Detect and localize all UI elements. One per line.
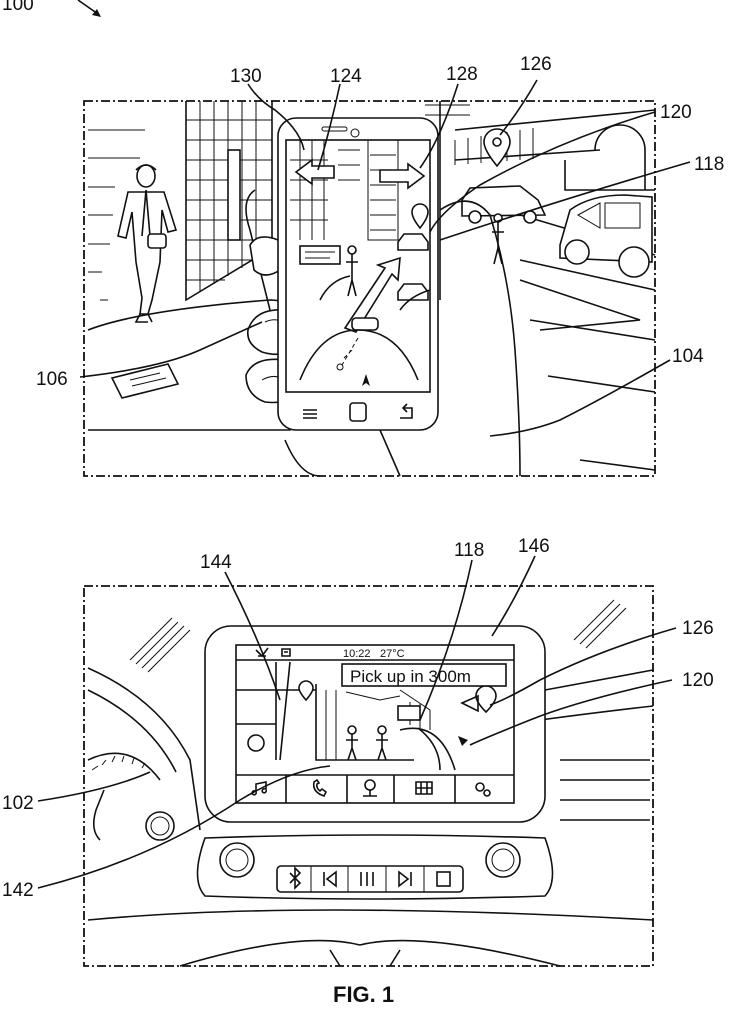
screen-car-lower-icon <box>397 283 429 301</box>
map-pin-icon <box>298 680 314 702</box>
ref-100-label: 100 <box>2 0 34 15</box>
ar-arrow-right-icon <box>379 162 426 190</box>
next-track-icon <box>398 870 412 888</box>
settings-icon <box>475 782 485 792</box>
nav-navigation-button[interactable] <box>363 779 377 797</box>
signal-icon <box>255 647 269 658</box>
status-time: 10:22 <box>343 648 371 660</box>
ref-100-arrow <box>77 0 99 15</box>
dashboard-lines <box>87 667 654 967</box>
windshield-glare <box>129 599 627 673</box>
ref-118-bottom-label: 118 <box>454 540 484 561</box>
map-locate-button[interactable] <box>247 734 265 752</box>
screen-info-box <box>299 245 341 265</box>
ref-120-top-label: 120 <box>660 102 692 123</box>
nav-apps-button[interactable] <box>415 781 433 795</box>
screen-person-icon <box>346 245 358 297</box>
ref-120-bottom-label: 120 <box>682 670 714 691</box>
person-b-icon <box>376 725 388 761</box>
network-icon <box>281 648 291 657</box>
ref-144-label: 144 <box>200 552 232 573</box>
nav-phone-button[interactable] <box>312 778 328 797</box>
pause-icon <box>360 872 374 886</box>
car-mid <box>461 185 547 224</box>
status-temperature: 27°C <box>380 648 405 660</box>
compass-arc <box>299 329 419 381</box>
left-wall-lines <box>88 129 145 301</box>
ref-128-label: 128 <box>446 64 478 85</box>
ref-126-bottom-label: 126 <box>682 618 714 639</box>
next-track-button[interactable] <box>398 870 412 888</box>
bottom-panel-frame <box>83 585 654 967</box>
figure-caption: FIG. 1 <box>333 982 394 1007</box>
previous-track-icon <box>323 870 337 888</box>
smartphone <box>277 117 439 431</box>
phone-back-icon <box>400 403 413 419</box>
screen-car-icon <box>397 233 429 251</box>
pickup-banner-text: Pick up in 300m <box>350 667 471 686</box>
left-building <box>185 101 273 302</box>
pickup-banner <box>341 663 507 687</box>
instrument-gauge <box>87 752 175 841</box>
nav-settings-button[interactable] <box>475 782 491 797</box>
tune-knob[interactable] <box>485 842 521 878</box>
ref-102-label: 102 <box>2 793 34 814</box>
ref-126-top-label: 126 <box>520 54 552 75</box>
previous-track-button[interactable] <box>323 870 337 888</box>
bluetooth-icon <box>289 866 302 890</box>
turn-arrow-icon <box>458 736 468 746</box>
location-pin-icon <box>483 128 511 168</box>
phone-menu-icon <box>303 409 317 419</box>
vehicle-dashboard-panel: 10:22 27°C <box>83 585 654 967</box>
top-panel-frame <box>83 100 656 477</box>
ref-106-label: 106 <box>36 369 68 390</box>
ref-142-label: 142 <box>2 880 34 901</box>
stop-icon <box>436 871 451 887</box>
phone-icon <box>312 778 328 797</box>
compass-heading-icon <box>362 374 370 386</box>
status-bar: 10:22 27°C <box>255 647 405 660</box>
stop-button[interactable] <box>436 871 451 887</box>
media-control-strip <box>276 865 464 893</box>
volume-knob[interactable] <box>219 842 255 878</box>
person-a-icon <box>346 725 358 761</box>
ref-146-label: 146 <box>518 536 550 557</box>
pedestrian-figure <box>117 164 178 323</box>
control-console <box>196 834 554 900</box>
screen-buildings <box>290 139 399 241</box>
screen-pin-icon <box>411 203 429 230</box>
pause-button[interactable] <box>360 872 374 886</box>
phone-home-icon <box>349 402 367 422</box>
ref-124-label: 124 <box>330 66 362 87</box>
ref-104-label: 104 <box>672 346 704 367</box>
ref-118-top-label: 118 <box>694 154 724 175</box>
street-scene <box>439 101 656 471</box>
top-leader-lines <box>79 79 691 437</box>
ar-arrow-left-icon <box>294 158 335 186</box>
bottom-leader-lines <box>37 555 677 889</box>
phone-ar-panel <box>83 100 656 477</box>
parked-car-right <box>559 194 653 278</box>
apps-grid-icon <box>415 781 433 795</box>
bluetooth-button[interactable] <box>289 866 302 890</box>
map-view <box>236 661 316 761</box>
ref-130-label: 130 <box>230 66 262 87</box>
